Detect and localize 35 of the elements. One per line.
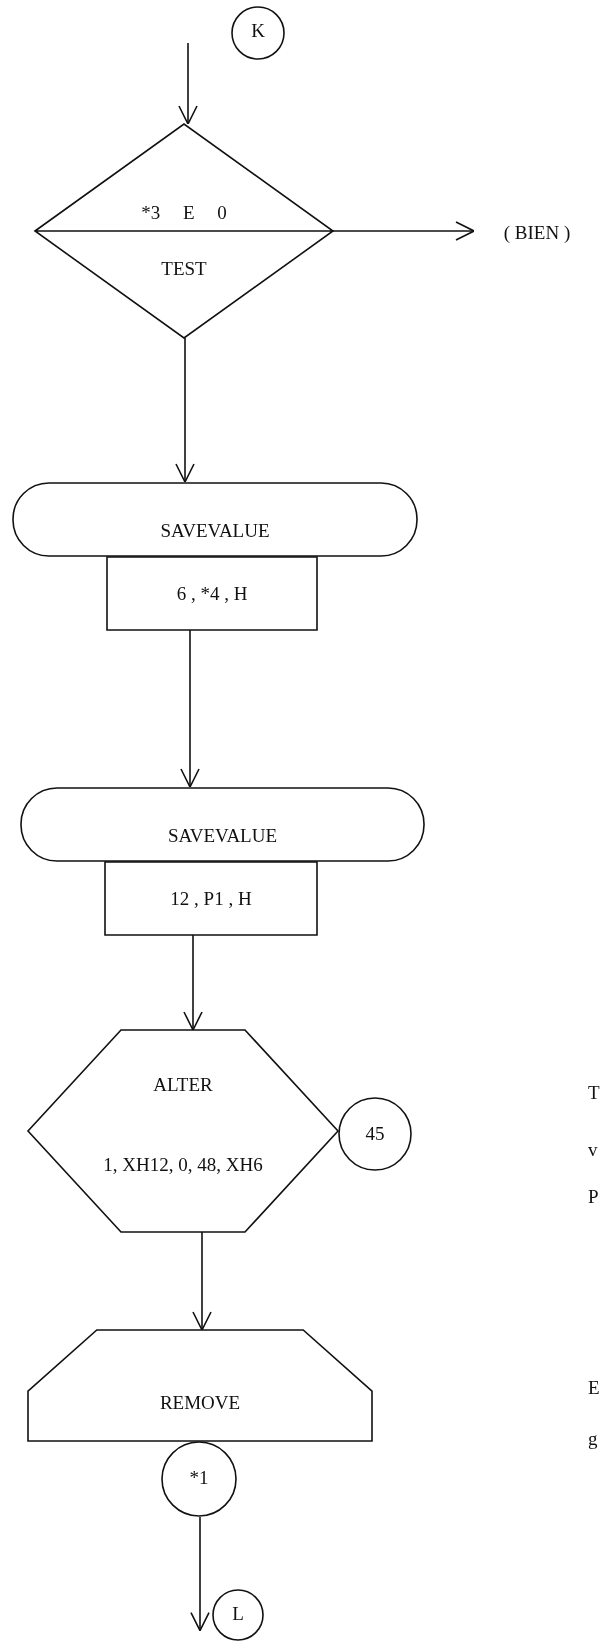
node-label: 6 , *4 , H	[176, 583, 248, 605]
margin-text-fragment: T	[588, 1082, 600, 1104]
connector-circle	[212, 1589, 264, 1641]
connector-circle	[231, 6, 285, 60]
connector-circle	[161, 1441, 237, 1517]
test-diamond	[35, 124, 333, 338]
node-label: *1	[189, 1467, 209, 1489]
node-label: 12 , P1 , H	[170, 888, 252, 910]
node-label: K	[251, 20, 265, 42]
node-label: ( BIEN )	[503, 222, 571, 244]
arrow	[332, 221, 475, 241]
arrow	[178, 42, 198, 125]
node-label: *3 E 0	[141, 202, 227, 224]
remove-block	[28, 1330, 372, 1441]
node-label: 1, XH12, 0, 48, XH6	[103, 1154, 263, 1176]
node-label: REMOVE	[159, 1392, 241, 1414]
node-label: SAVEVALUE	[167, 825, 278, 847]
arrow	[190, 1516, 210, 1632]
margin-text-fragment: E	[588, 1377, 600, 1399]
margin-text-fragment: P	[588, 1186, 599, 1208]
node-label: TEST	[161, 258, 207, 280]
alter-hexagon	[28, 1030, 338, 1232]
node-label: 45	[365, 1123, 385, 1145]
node-label: SAVEVALUE	[160, 520, 270, 542]
connector-circle	[338, 1097, 412, 1171]
operand-box	[105, 862, 317, 935]
arrow	[175, 337, 195, 483]
arrow	[183, 934, 203, 1031]
node-label: ALTER	[153, 1074, 213, 1096]
margin-text-fragment: v	[588, 1139, 598, 1161]
operand-box	[107, 557, 317, 630]
arrow	[192, 1231, 212, 1331]
margin-text-fragment: g	[588, 1428, 598, 1450]
arrow	[180, 629, 200, 788]
node-label: L	[232, 1603, 244, 1625]
